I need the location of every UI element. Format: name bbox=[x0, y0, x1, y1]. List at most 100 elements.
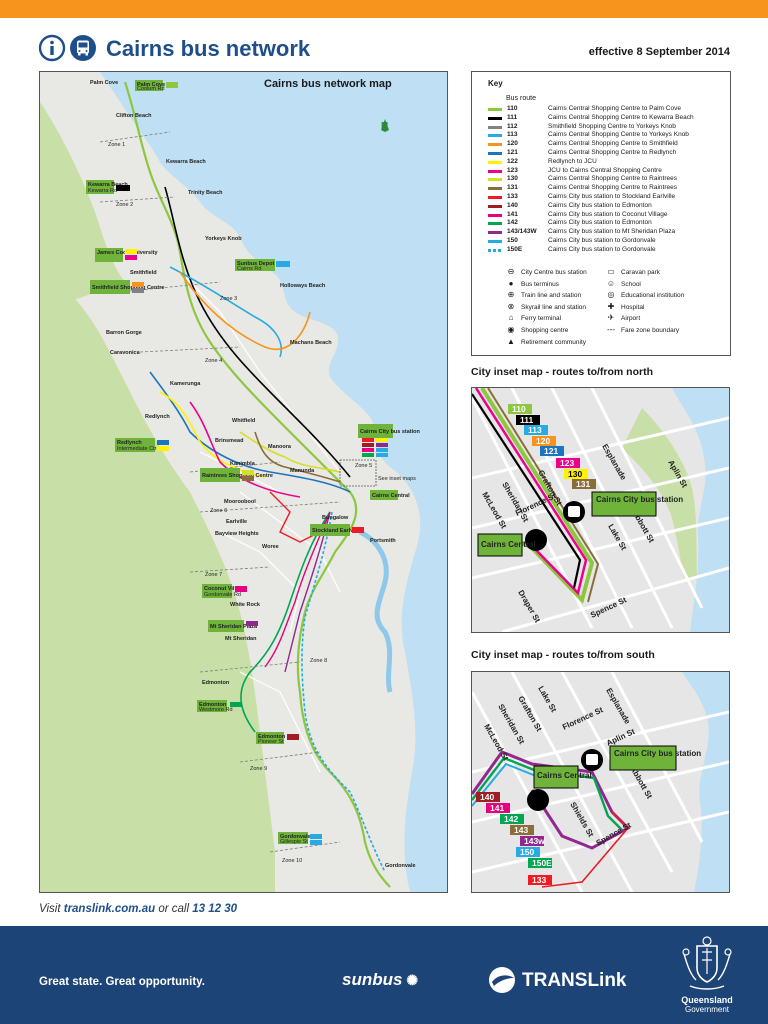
route-label-text: 111 bbox=[520, 415, 534, 425]
key-symbol: ---Fare zone boundary bbox=[606, 325, 679, 334]
stop-box[interactable]: Cairns Central bbox=[370, 490, 410, 500]
route-label-chip: 140 bbox=[476, 792, 500, 802]
svg-text:Edmonton: Edmonton bbox=[258, 734, 286, 740]
stop-box[interactable]: Cairns City bus station bbox=[358, 424, 421, 438]
key-symbol-icon: ▲ bbox=[507, 336, 515, 346]
place-label: Earlville bbox=[226, 519, 247, 525]
stop-box[interactable]: Stockland Earlville bbox=[310, 524, 361, 536]
key-symbol: ⊕Train line and station bbox=[506, 290, 581, 299]
key-symbol: ◉Shopping centre bbox=[506, 325, 569, 334]
place-label: Bungalow bbox=[322, 515, 349, 521]
zone-label: Zone 3 bbox=[220, 296, 237, 302]
zone-label: Zone 1 bbox=[108, 142, 125, 148]
svg-text:Intermediate Ctr: Intermediate Ctr bbox=[117, 446, 157, 452]
key-symbol: ▭ Caravan park bbox=[606, 267, 660, 276]
route-label-text: 141 bbox=[490, 803, 504, 813]
zone-labels: Zone 1 Zone 2 Zone 3 Zone 4 Zone 5 Zone … bbox=[108, 142, 372, 864]
route-label-text: 131 bbox=[576, 479, 590, 489]
route-swatch bbox=[488, 248, 502, 252]
inset-south-map[interactable]: Lake St Esplanade Grafton St Florence St… bbox=[471, 671, 730, 893]
key-symbol: ✈Airport bbox=[606, 313, 641, 322]
key-symbol-icon: ⌂ bbox=[508, 313, 514, 323]
svg-text:Kewarra Beach: Kewarra Beach bbox=[88, 182, 128, 188]
bus-icon bbox=[70, 35, 96, 61]
place-label: Edmonton bbox=[202, 680, 230, 686]
route-description: Smithfield Shopping Centre to Yorkeys Kn… bbox=[548, 122, 676, 130]
key-symbol-label: Caravan park bbox=[621, 269, 661, 276]
route-swatch bbox=[488, 204, 502, 208]
phone-number[interactable]: 13 12 30 bbox=[192, 903, 237, 915]
inset-marker-label: See inset maps bbox=[378, 476, 416, 482]
route-number: 121 bbox=[507, 149, 518, 156]
key-symbol-icon: ● bbox=[508, 278, 514, 288]
place-label: Woree bbox=[262, 544, 279, 550]
route-swatch bbox=[488, 152, 502, 155]
page-header: Cairns bus network effective 8 September… bbox=[38, 34, 730, 66]
svg-text:Mt Sheridan Plaza: Mt Sheridan Plaza bbox=[210, 624, 258, 630]
stop-box[interactable]: Raintrees Shopping Centre bbox=[200, 468, 273, 482]
key-symbol-label: School bbox=[621, 280, 641, 288]
page-title: Cairns bus network bbox=[106, 36, 311, 61]
zone-label: Zone 7 bbox=[205, 572, 222, 578]
place-label: Brinsmead bbox=[215, 438, 243, 444]
stop-box[interactable]: Smithfield Shopping Centre bbox=[90, 280, 164, 294]
key-symbol: ▲Retirement community bbox=[506, 337, 586, 346]
network-map[interactable]: Zone 1 Zone 2 Zone 3 Zone 4 Zone 5 Zone … bbox=[39, 71, 448, 893]
key-symbol-label: Train line and station bbox=[521, 292, 582, 300]
key-symbol: ✚Hospital bbox=[606, 302, 645, 311]
route-number: 110 bbox=[507, 105, 518, 112]
network-map-svg[interactable]: Zone 1 Zone 2 Zone 3 Zone 4 Zone 5 Zone … bbox=[40, 72, 447, 892]
route-description: Cairns City bus station to Coconut Villa… bbox=[548, 210, 668, 218]
route-label-chip: 142 bbox=[500, 814, 524, 824]
coat-of-arms-icon bbox=[682, 936, 732, 990]
route-label-chip: 123 bbox=[556, 458, 580, 468]
svg-text:Gordonvale Rd: Gordonvale Rd bbox=[204, 592, 241, 598]
place-label: Palm Cove bbox=[90, 80, 118, 86]
key-symbol: ◎Educational institution bbox=[606, 290, 685, 299]
inset-south-station-label: Cairns City bus station bbox=[614, 749, 701, 758]
place-label: Yorkeys Knob bbox=[205, 236, 242, 242]
inset-north-central-label: Cairns Central bbox=[481, 540, 536, 549]
route-number: 120 bbox=[507, 140, 518, 148]
key-symbol: ☺School bbox=[606, 279, 641, 288]
route-number: 141 bbox=[507, 210, 518, 218]
place-label: Kamerunga bbox=[170, 381, 201, 387]
inset-south-svg[interactable]: Lake St Esplanade Grafton St Florence St… bbox=[472, 672, 729, 892]
route-label-chip: 150 bbox=[516, 847, 540, 857]
zone-label: Zone 9 bbox=[250, 766, 267, 772]
key-symbol-icon: ▭ bbox=[607, 267, 615, 276]
route-label-text: 121 bbox=[544, 446, 558, 456]
place-label: Gordonvale bbox=[385, 863, 416, 869]
route-swatch bbox=[488, 125, 502, 129]
shopping-centre-icon[interactable] bbox=[525, 529, 547, 551]
place-label: Caravonica bbox=[110, 350, 141, 356]
key-symbol-label: Fare zone boundary bbox=[621, 327, 680, 334]
route-label-chip: 110 bbox=[508, 404, 532, 414]
route-description: Cairns Central Shopping Centre to Smithf… bbox=[548, 140, 678, 148]
key-symbol: ⌂Ferry terminal bbox=[506, 313, 562, 323]
route-label-text: 140 bbox=[480, 792, 494, 802]
stop-box[interactable]: Mt Sheridan Plaza bbox=[208, 620, 258, 632]
route-label-text: 150E bbox=[532, 858, 552, 868]
shopping-centre-icon[interactable] bbox=[527, 789, 549, 811]
inset-north-map[interactable]: Esplanade Aplin St Grafton St Sheridan S… bbox=[471, 387, 730, 633]
key-symbol-label: Hospital bbox=[621, 303, 645, 311]
route-swatch bbox=[488, 231, 502, 235]
inset-north-svg[interactable]: Esplanade Aplin St Grafton St Sheridan S… bbox=[472, 388, 729, 632]
route-description: Cairns Central Shopping Centre to Redlyn… bbox=[548, 149, 677, 156]
svg-text:Edmonton: Edmonton bbox=[199, 702, 227, 708]
translink-link[interactable]: translink.com.au bbox=[63, 903, 156, 915]
route-swatch bbox=[488, 169, 502, 173]
